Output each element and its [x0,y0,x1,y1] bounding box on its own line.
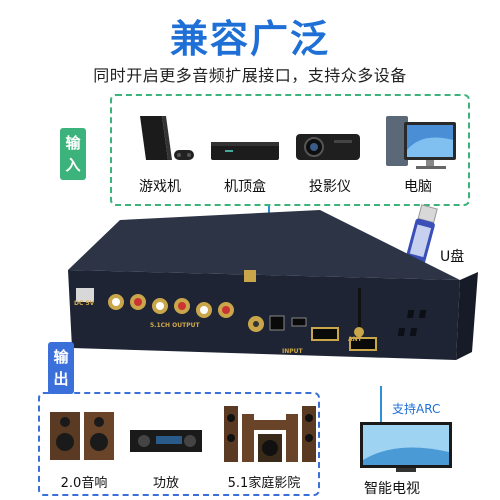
usb-drive-icon [405,204,438,265]
output-section-label: 输出 [48,342,74,394]
dc-port-label: DC 5V [74,300,95,307]
projector-icon [296,134,360,160]
page-title: 兼容广泛 [169,17,330,61]
device-label-computer: 电脑 [404,179,432,195]
input-devices-box [110,94,470,206]
tv-connection-line [380,386,382,422]
usb-label: U盘 [440,249,465,265]
game-console-icon [140,116,194,160]
input-section-label: 输入 [60,128,86,180]
smart-tv-icon [360,422,452,472]
audio-extractor-device [68,210,478,360]
input-group-label: INPUT [282,348,303,355]
antenna-label: ANT [348,336,362,343]
arc-support-label: 支持ARC [392,402,441,416]
device-label-stereo: 2.0音响 [60,476,108,491]
device-label-home-theater: 5.1家庭影院 [227,476,301,491]
device-label-amplifier: 功放 [152,476,179,491]
home-theater-speakers-icon [224,406,316,462]
amplifier-icon [130,430,202,452]
output-devices-box [38,392,320,496]
set-top-box-icon [211,142,279,160]
channel-output-label: 5.1CH OUTPUT [150,322,200,329]
device-label-game-console: 游戏机 [139,179,181,195]
device-label-smart-tv: 智能电视 [364,481,420,497]
stereo-speakers-icon [50,412,114,460]
page-subtitle: 同时开启更多音频扩展接口，支持众多设备 [93,66,407,85]
device-label-projector: 投影仪 [309,179,351,195]
device-label-set-top-box: 机顶盒 [224,179,266,195]
computer-icon [386,116,456,169]
